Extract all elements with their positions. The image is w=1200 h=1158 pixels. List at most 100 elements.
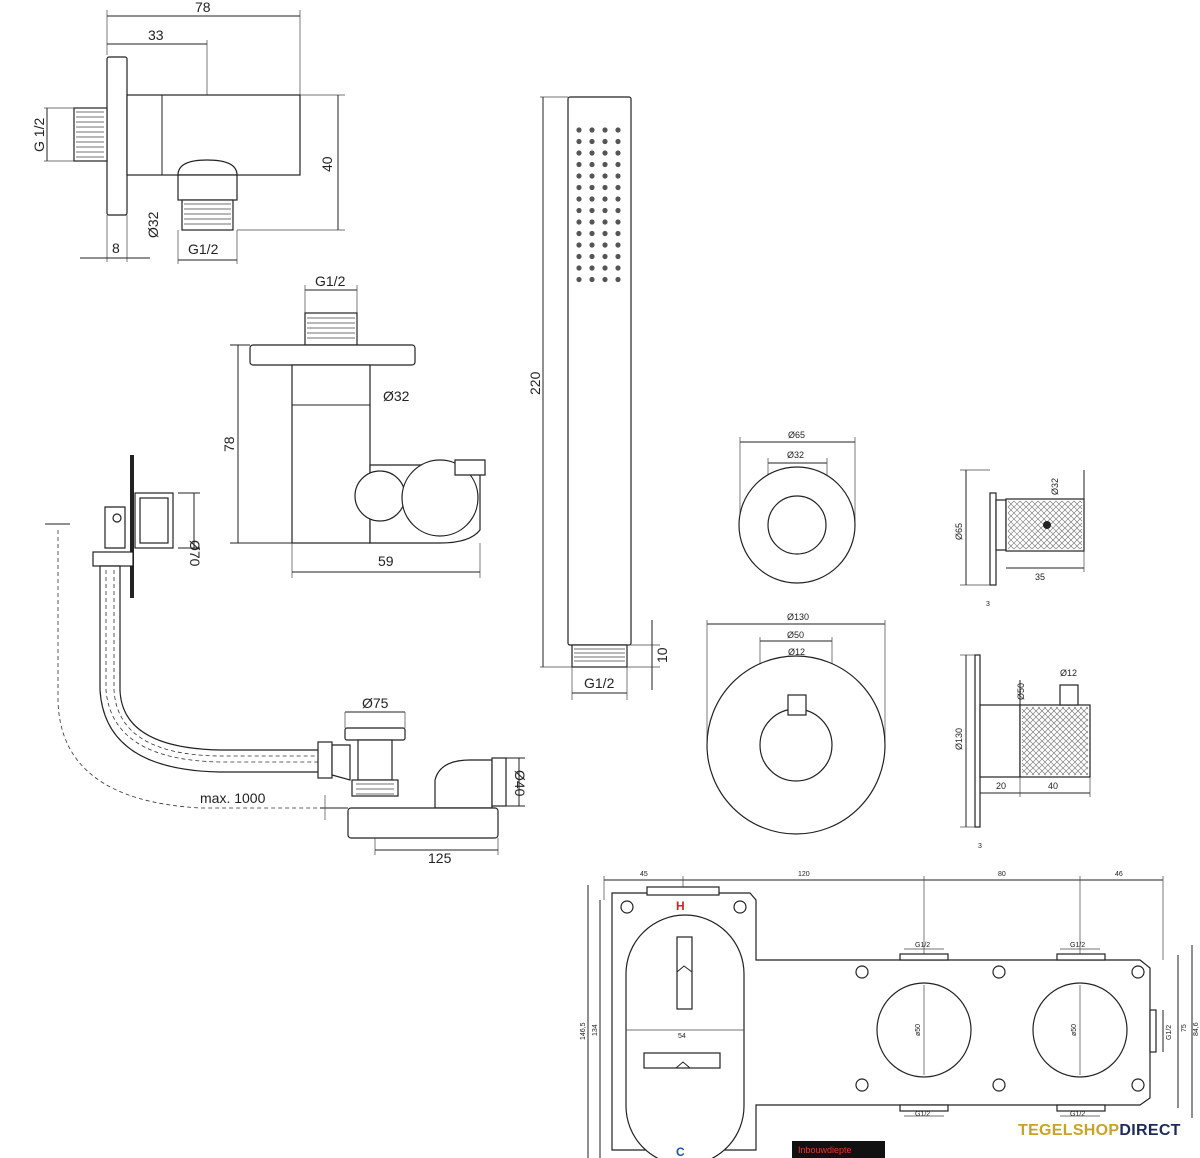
knob-l-d50: Ø50 (1016, 683, 1026, 700)
nozzle (615, 230, 621, 237)
shower-holder-drawing: G1/2 Ø32 78 59 (221, 273, 486, 578)
nozzle (576, 265, 582, 271)
knurl-line (1079, 766, 1089, 776)
shower-dim-g12: G1/2 (584, 675, 615, 691)
nozzle (589, 196, 595, 202)
nozzle (615, 207, 621, 214)
rosette-l-d130: Ø130 (787, 612, 809, 622)
nozzle (602, 138, 608, 145)
nozzle (589, 173, 595, 179)
box-d54: 54 (678, 1033, 686, 1040)
knurl-line (1007, 500, 1057, 550)
nozzle (615, 127, 621, 133)
knurl-line (1073, 760, 1089, 776)
knurl-line (1021, 706, 1059, 744)
dim-8: 8 (112, 240, 120, 256)
knurl-line (1049, 736, 1089, 776)
nozzle (576, 242, 582, 248)
nozzle (615, 253, 621, 260)
nozzle (602, 253, 608, 260)
nozzle (615, 138, 621, 145)
drain-dim-d70: Ø70 (187, 540, 203, 567)
knurl-line (1067, 706, 1089, 728)
knurl-line (1055, 742, 1089, 776)
nozzle (576, 184, 582, 191)
holder-dim-59: 59 (378, 553, 394, 569)
nozzle (615, 173, 621, 179)
wall-elbow-drawing: 78 33 40 G 1/2 Ø32 8 G1/2 (31, 0, 345, 264)
nozzle (602, 207, 608, 214)
knurl-pattern (1007, 500, 1083, 550)
nozzle (589, 161, 595, 168)
mounting-box-drawing: 45 120 80 46 H C 54 ø50 ø50 G (580, 871, 1200, 1158)
knurl-line (1037, 500, 1083, 546)
box-d846: 84,6 (1193, 1022, 1200, 1036)
nozzle (602, 265, 608, 271)
brand-part2: DIRECT (1119, 1122, 1181, 1139)
knurl-line (1037, 724, 1089, 776)
rosette-s-d65: Ø65 (788, 430, 805, 440)
shower-dim-10: 10 (654, 647, 670, 663)
nozzle (589, 150, 595, 156)
knurl-line (1043, 500, 1083, 540)
nozzle (615, 265, 621, 271)
knurl-line (1043, 706, 1089, 752)
drain-dim-125: 125 (428, 850, 452, 866)
nozzle (576, 173, 582, 179)
knurl-line (1073, 706, 1089, 722)
knurl-line (1037, 504, 1083, 550)
holder-dim-78: 78 (221, 436, 237, 452)
box-g12-b: G1/2 (1070, 942, 1085, 949)
box-g12-c: G1/2 (915, 1111, 930, 1118)
nozzle (589, 184, 595, 191)
nozzle (602, 219, 608, 225)
knurl-line (1061, 500, 1083, 522)
knob-small-drawing: Ø65 Ø32 35 3 (954, 469, 1085, 608)
nozzle (576, 219, 582, 225)
rosette-l-d12: Ø12 (788, 647, 805, 657)
knurl-line (1021, 706, 1071, 756)
nozzle (615, 161, 621, 168)
dim-d32: Ø32 (145, 211, 161, 238)
badge-label: Inbouwdiepte (798, 1145, 852, 1155)
nozzle (589, 276, 595, 283)
dim-40: 40 (319, 156, 335, 172)
nozzle (576, 138, 582, 145)
dim-g12-side: G 1/2 (31, 118, 47, 152)
nozzle (615, 276, 621, 283)
nozzle (589, 230, 595, 237)
box-d75: 75 (1181, 1024, 1188, 1032)
nozzle (615, 184, 621, 191)
knurl-line (1025, 712, 1089, 776)
nozzle (589, 138, 595, 145)
knurl-line (1021, 738, 1059, 776)
box-d146: 146,5 (580, 1022, 587, 1040)
knurl-line (1055, 706, 1089, 740)
box-g12-d: G1/2 (1070, 1111, 1085, 1118)
knurl-line (1061, 706, 1089, 734)
nozzle (589, 265, 595, 271)
knurl-line (1067, 754, 1089, 776)
box-g12-a: G1/2 (915, 942, 930, 949)
brand-logo[interactable]: TEGELSHOPDIRECT (1018, 1122, 1181, 1140)
knurl-line (1085, 772, 1089, 776)
holder-dim-d32: Ø32 (383, 388, 410, 404)
nozzle (602, 127, 608, 133)
nozzle (576, 127, 582, 133)
rosette-l-d50: Ø50 (787, 630, 804, 640)
box-o50-b: ø50 (1071, 1024, 1078, 1036)
knob-s-d65: Ø65 (954, 523, 964, 540)
nozzle (576, 207, 582, 214)
knurl-line (1021, 706, 1041, 726)
knurl-line (1021, 726, 1071, 776)
knurl-line (1055, 522, 1083, 550)
nozzle (576, 196, 582, 202)
nozzle (602, 276, 608, 283)
knurl-pattern (1021, 706, 1089, 776)
nozzle (589, 242, 595, 248)
knurl-line (1067, 500, 1083, 516)
knurl-line (1049, 516, 1083, 550)
hand-shower-drawing: 220 10 G1/2 (527, 96, 670, 700)
knurl-line (1073, 500, 1083, 510)
